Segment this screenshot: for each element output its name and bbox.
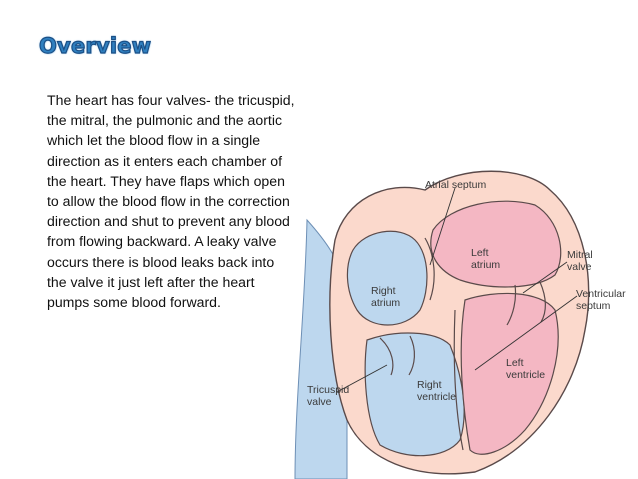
heart-diagram: Atrial septum Left atrium Mitral valve R… <box>294 170 626 479</box>
ventricular-septum-wall <box>453 309 464 451</box>
mitral-valve-leader <box>522 261 568 294</box>
ventricular-septum-leader <box>474 295 578 371</box>
left-ventricle-chamber <box>460 292 559 455</box>
atrial-septum-wall <box>424 237 435 301</box>
label-tricuspid-valve: Tricuspid <box>307 384 349 396</box>
label-atrial-septum: Atrial septum <box>425 179 487 191</box>
label-right-atrium-2: atrium <box>371 297 400 309</box>
label-left-ventricle-2: ventricle <box>506 369 545 381</box>
mitral-valve-flap-2 <box>539 281 546 323</box>
label-ventricular-septum: Ventricular <box>576 288 626 300</box>
right-atrium-chamber <box>346 230 428 326</box>
label-ventricular-septum-2: septum <box>576 300 611 312</box>
label-left-atrium: Left <box>471 247 489 259</box>
label-tricuspid-valve-2: valve <box>307 396 332 408</box>
slide-title: Overview <box>38 33 152 58</box>
mitral-valve-flap <box>506 284 517 326</box>
slide-body-text: The heart has four valves- the tricuspid… <box>47 92 295 311</box>
atrial-septum-leader <box>429 187 456 266</box>
label-mitral-valve-2: valve <box>567 261 592 273</box>
right-ventricle-chamber <box>364 332 465 457</box>
left-atrium-chamber <box>430 200 562 288</box>
label-mitral-valve: Mitral <box>567 249 593 261</box>
label-right-ventricle-2: ventricle <box>417 391 456 403</box>
tricuspid-valve-flap <box>379 337 394 376</box>
tricuspid-valve-leader <box>336 364 388 393</box>
label-left-atrium-2: atrium <box>471 259 500 271</box>
label-right-atrium: Right <box>371 285 396 297</box>
label-left-ventricle: Left <box>506 357 524 369</box>
tricuspid-valve-flap-2 <box>408 335 415 376</box>
label-right-ventricle: Right <box>417 379 442 391</box>
